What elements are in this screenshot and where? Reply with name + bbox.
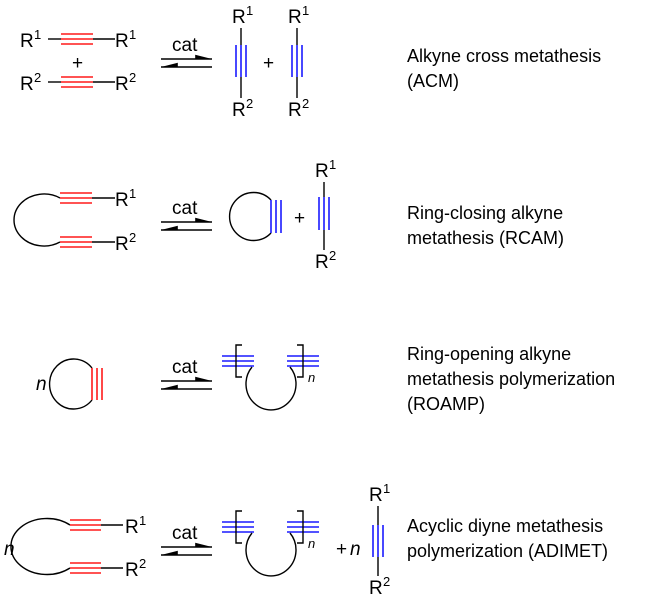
- r-group-index: 2: [129, 230, 136, 245]
- r-group-label: R: [125, 517, 139, 538]
- r-group-label: R: [369, 485, 383, 506]
- r-group-index: 1: [129, 186, 136, 201]
- r-group-index: 2: [139, 556, 146, 571]
- catalyst-label: cat: [172, 523, 198, 544]
- r-group-label: R: [125, 560, 139, 581]
- repeat-n: n: [4, 539, 15, 560]
- ring-chain: [10, 517, 71, 576]
- r-group-label: R: [315, 252, 329, 273]
- r-group-label: R: [115, 234, 129, 255]
- r-group-label: R: [315, 161, 329, 182]
- reaction-label-line: Ring-opening alkyne: [407, 344, 571, 364]
- ring-chain: [13, 193, 61, 247]
- catalyst-label: cat: [172, 357, 198, 378]
- catalyst-label: cat: [172, 198, 198, 219]
- plus-sign: +: [72, 53, 83, 74]
- repeat-n: n: [36, 374, 47, 395]
- r-group-index: 1: [329, 157, 336, 172]
- repeat-n: n: [308, 536, 315, 551]
- reaction-label-line: (ROAMP): [407, 394, 485, 414]
- repeat-n: n: [350, 539, 361, 560]
- r-group-label: R: [232, 7, 246, 28]
- left-bracket: [235, 510, 242, 544]
- r-group-label: R: [20, 74, 34, 95]
- reaction-label-line: metathesis (RCAM): [407, 228, 564, 248]
- r-group-index: 2: [329, 248, 336, 263]
- reaction-label-line: Acyclic diyne metathesis: [407, 516, 603, 536]
- r-group-index: 1: [302, 3, 309, 18]
- right-bracket: [297, 510, 304, 544]
- plus-sign: +: [336, 539, 347, 560]
- ring-chain: [245, 532, 297, 577]
- r-group-label: R: [115, 190, 129, 211]
- r-group-label: R: [232, 100, 246, 121]
- reaction-label-line: metathesis polymerization: [407, 369, 615, 389]
- reaction-label-line: (ACM): [407, 71, 459, 91]
- right-bracket: [297, 344, 304, 378]
- ring-chain: [245, 366, 297, 411]
- r-group-label: R: [115, 31, 129, 52]
- r-group-index: 2: [383, 574, 390, 589]
- plus-sign: +: [294, 208, 305, 229]
- plus-sign: +: [263, 53, 274, 74]
- left-bracket: [235, 344, 242, 378]
- r-group-label: R: [288, 7, 302, 28]
- r-group-index: 1: [129, 27, 136, 42]
- r-group-index: 2: [129, 70, 136, 85]
- reaction-label-line: Ring-closing alkyne: [407, 203, 563, 223]
- r-group-label: R: [369, 578, 383, 598]
- r-group-index: 1: [34, 27, 41, 42]
- r-group-index: 1: [383, 481, 390, 496]
- repeat-n: n: [308, 370, 315, 385]
- reaction-label-line: Alkyne cross metathesis: [407, 46, 601, 66]
- r-group-index: 1: [246, 3, 253, 18]
- ring-chain: [48, 358, 93, 410]
- reaction-label-line: polymerization (ADIMET): [407, 541, 608, 561]
- r-group-index: 2: [34, 70, 41, 85]
- r-group-index: 1: [139, 513, 146, 528]
- product-ring: [228, 191, 272, 242]
- catalyst-label: cat: [172, 35, 198, 56]
- r-group-index: 2: [246, 96, 253, 111]
- r-group-label: R: [115, 74, 129, 95]
- r-group-index: 2: [302, 96, 309, 111]
- r-group-label: R: [288, 100, 302, 121]
- r-group-label: R: [20, 31, 34, 52]
